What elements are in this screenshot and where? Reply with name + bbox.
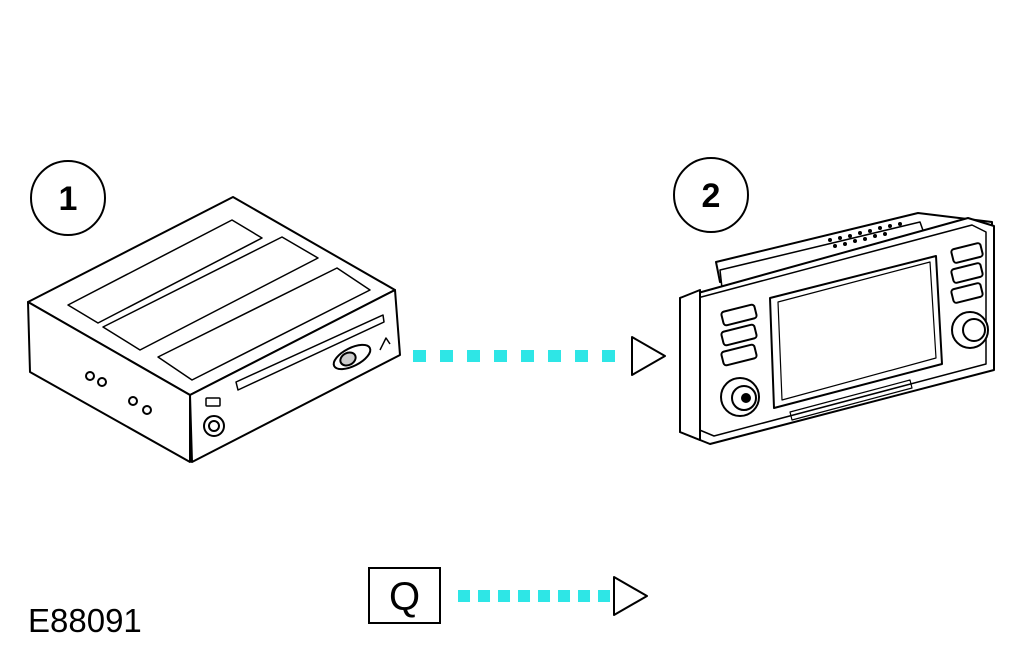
- signal-flow-arrow: [413, 336, 666, 376]
- legend: Q: [368, 567, 648, 624]
- callout-2-label: 2: [702, 177, 721, 215]
- callout-1: 1: [30, 160, 106, 236]
- callout-2: 2: [673, 157, 749, 233]
- media-player-unit: [27, 196, 401, 463]
- figure-id: E88091: [28, 602, 142, 639]
- legend-signal-arrow: [458, 576, 648, 616]
- legend-symbol-box: [368, 567, 441, 624]
- callout-1-label: 1: [59, 180, 78, 218]
- legend-symbol: Q: [389, 575, 420, 619]
- signal-arrowhead: [631, 336, 666, 376]
- touchscreen-display-unit: [679, 212, 995, 445]
